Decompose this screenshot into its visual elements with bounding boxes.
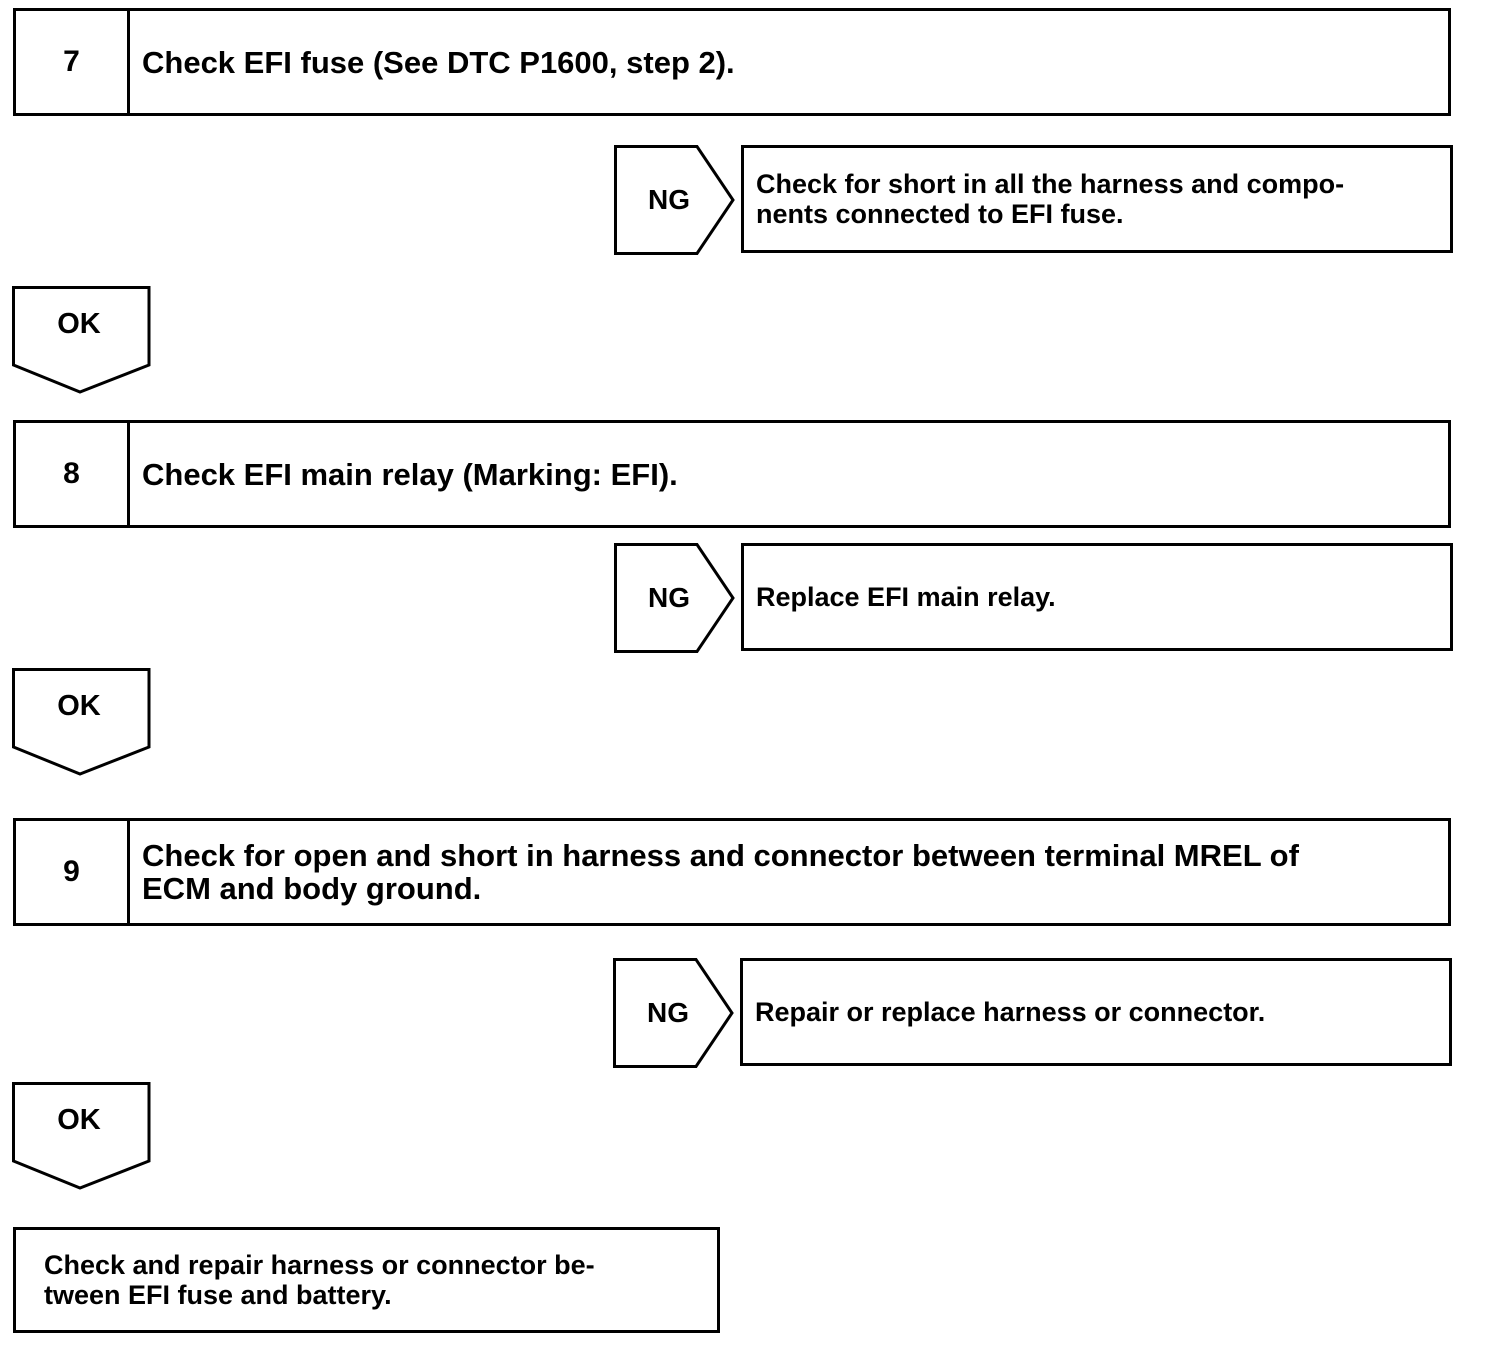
ok-branch-tag: OK [12, 286, 152, 396]
ok-arrow-shape [12, 668, 151, 776]
ng-label: NG [648, 184, 690, 215]
final-action-box: Check and repair harness or connector be… [13, 1227, 720, 1333]
ng-branch-tag: NG [613, 958, 735, 1068]
ok-branch-tag: OK [12, 668, 152, 778]
step-number: 9 [16, 821, 130, 923]
step-description: Check for open and short in harness and … [142, 838, 1299, 906]
step-description: Check EFI fuse (See DTC P1600, step 2). [142, 44, 735, 80]
step-9-box: 9 Check for open and short in harness an… [13, 818, 1451, 926]
ok-branch-tag: OK [12, 1082, 152, 1192]
step-number: 7 [16, 11, 130, 113]
ng-arrow-shape [614, 145, 735, 255]
ng-result-box: Replace EFI main relay. [741, 543, 1453, 651]
step-number: 8 [16, 423, 130, 525]
ng-result-box: Repair or replace harness or connector. [740, 958, 1452, 1066]
ng-branch-tag: NG [614, 145, 736, 255]
ng-arrow-shape [614, 543, 735, 653]
step-description: Check EFI main relay (Marking: EFI). [142, 456, 678, 492]
ok-arrow-shape [12, 286, 151, 394]
step-7-box: 7 Check EFI fuse (See DTC P1600, step 2)… [13, 8, 1451, 116]
ok-label: OK [57, 1104, 101, 1136]
ok-label: OK [57, 308, 101, 340]
ok-arrow-shape [12, 1082, 151, 1190]
ng-arrow-shape [613, 958, 734, 1068]
step-8-box: 8 Check EFI main relay (Marking: EFI). [13, 420, 1451, 528]
ok-label: OK [57, 690, 101, 722]
ng-label: NG [647, 997, 689, 1028]
ng-branch-tag: NG [614, 543, 736, 653]
ng-result-box: Check for short in all the harness and c… [741, 145, 1453, 253]
ng-label: NG [648, 582, 690, 613]
